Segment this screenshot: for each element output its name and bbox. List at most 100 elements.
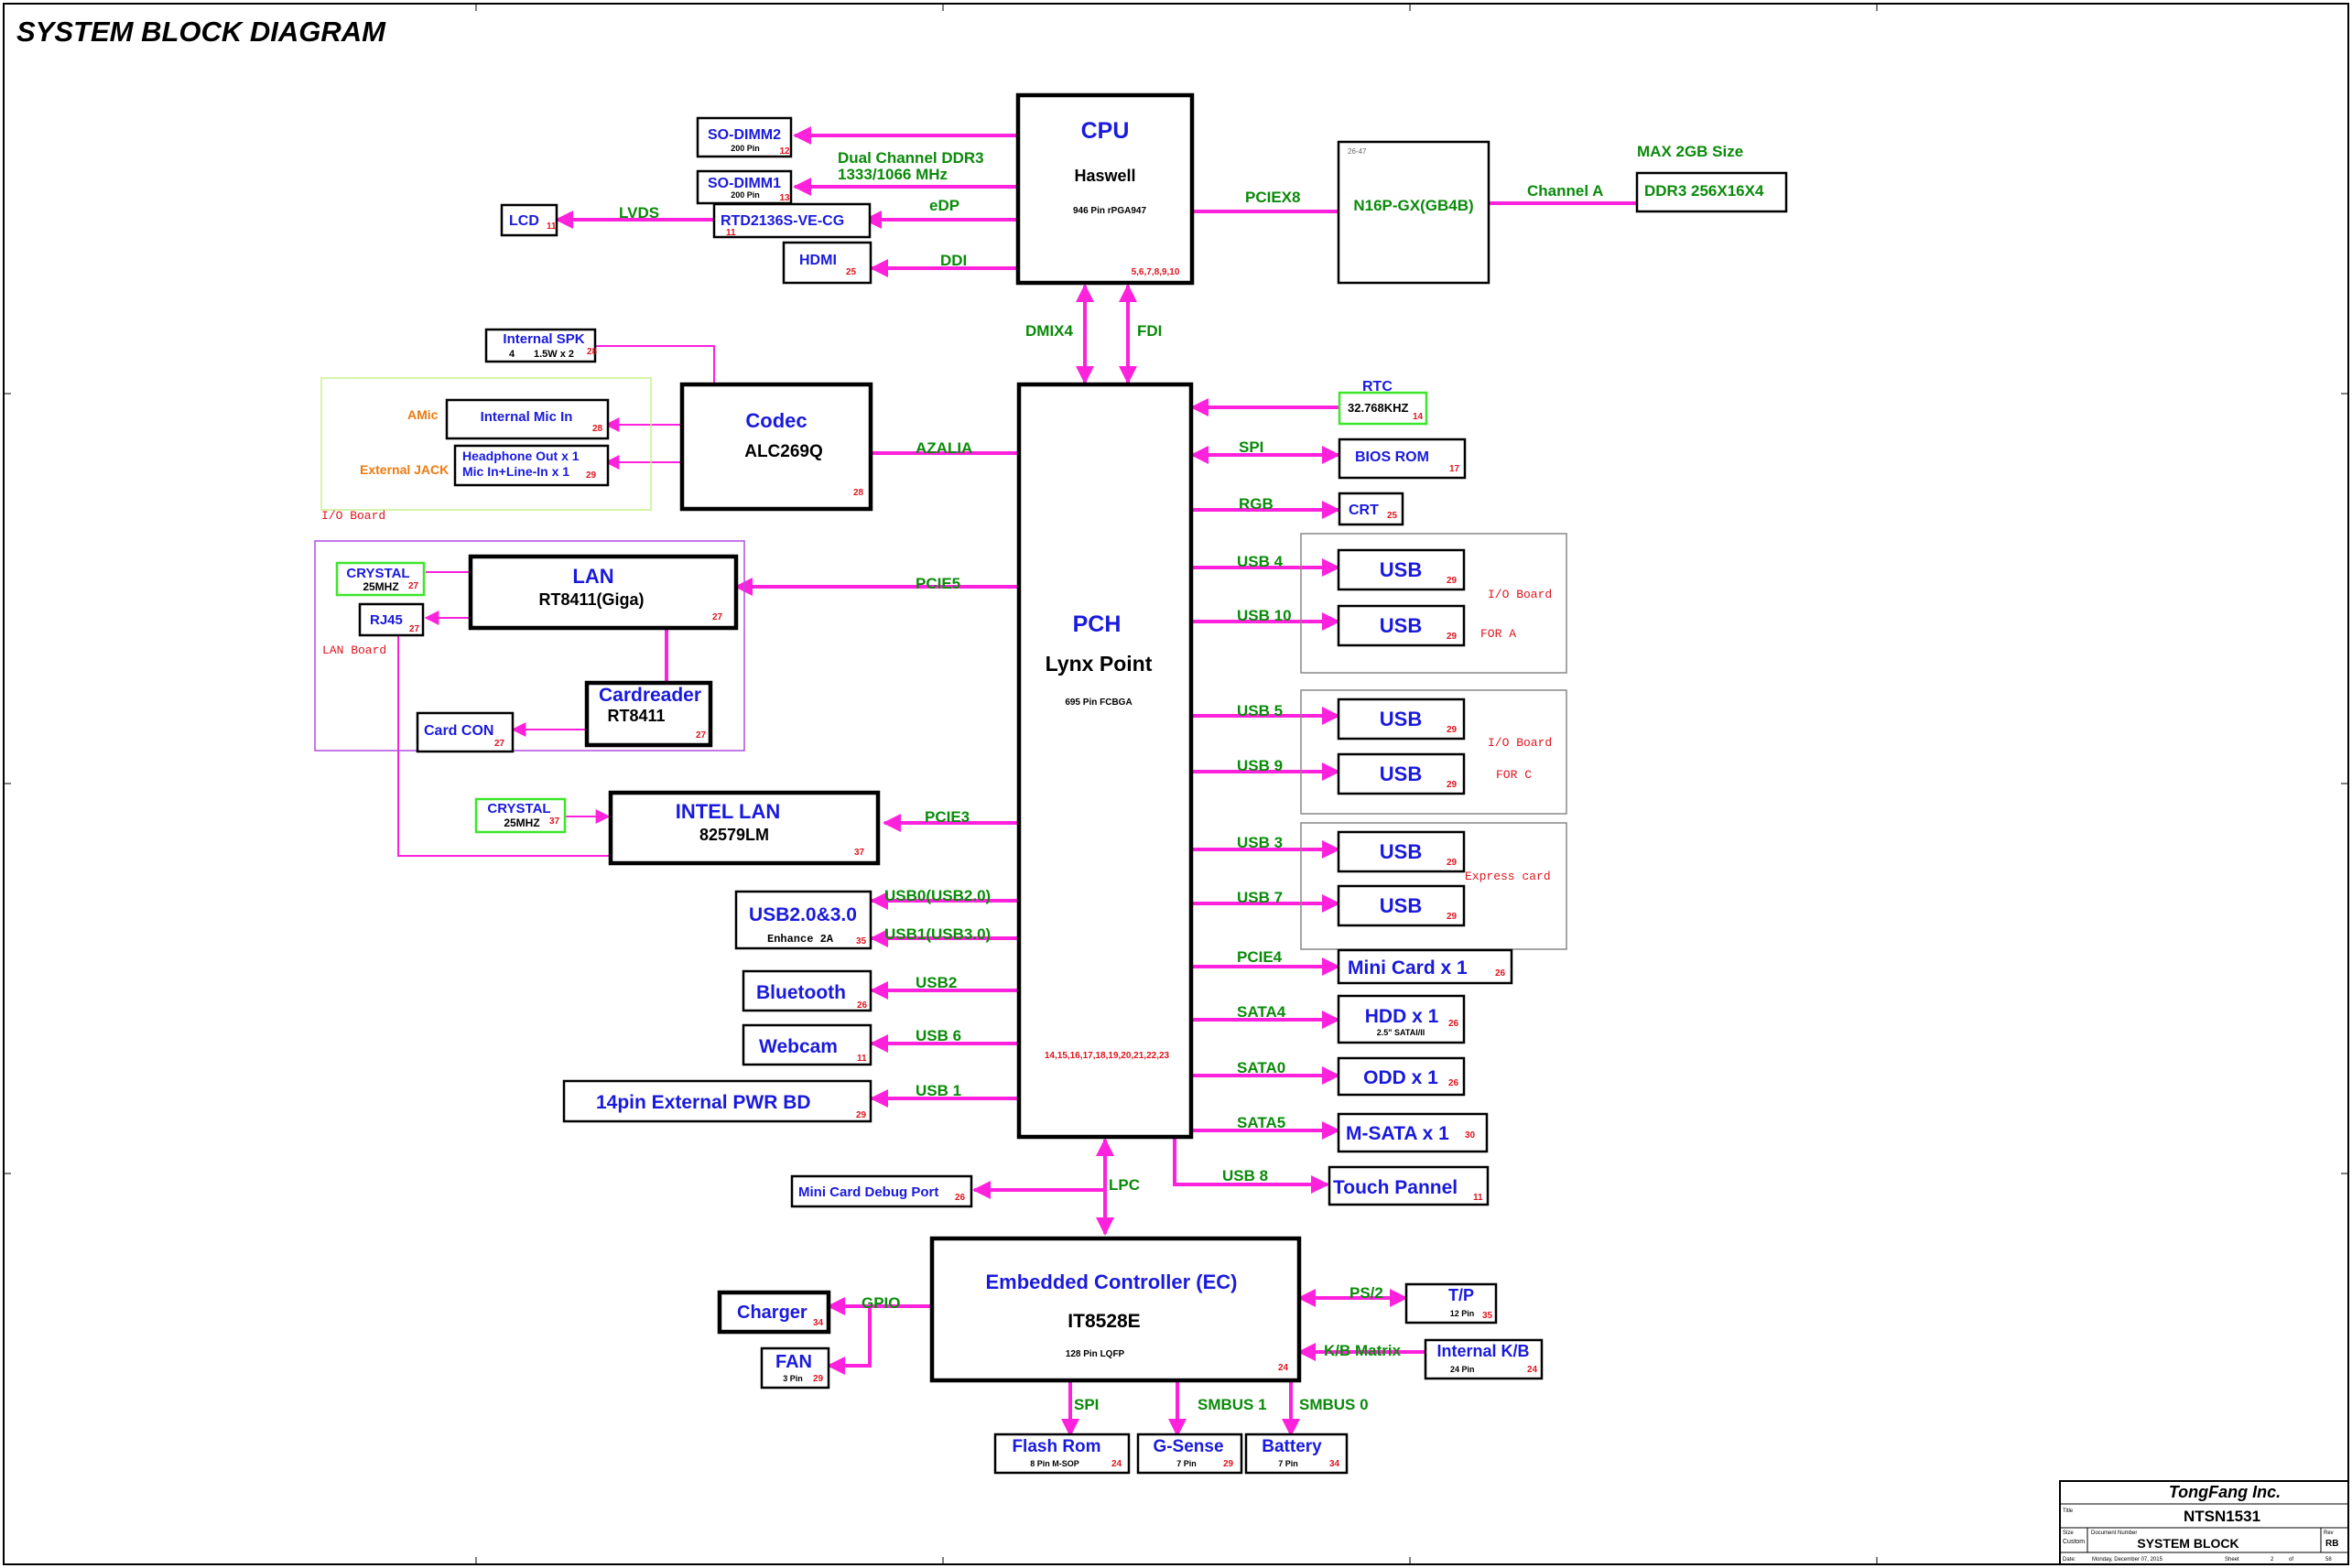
bios-rom-block: BIOS ROM 17 (1338, 438, 1467, 480)
ec-model: IT8528E (1068, 1311, 1140, 1332)
dmi-label: DMIX4 (1025, 322, 1074, 340)
intel-lan-crystal-ref: 37 (549, 816, 560, 827)
sheet-value: 2 (2271, 1557, 2274, 1563)
gpu-block: 26-47 N16P-GX(GB4B) (1337, 140, 1490, 285)
usb10-signal: USB 10 (1237, 607, 1292, 624)
audio-jack-block: Headphone Out x 1 Mic In+Line-In x 1 29 (453, 444, 610, 487)
flash-rom-block: Flash Rom 8 Pin M-SOP 24 (993, 1433, 1131, 1475)
internal-mic-block: Internal Mic In 28 (445, 398, 610, 440)
usb-port-a2: USB 29 (1337, 604, 1466, 647)
audio-jack-line1: Headphone Out x 1 (462, 449, 580, 463)
rtd2136-name: RTD2136S-VE-CG (721, 213, 844, 229)
lan-crystal-freq: 25MHZ (363, 580, 398, 593)
bluetooth-name: Bluetooth (756, 982, 846, 1003)
rev-label: Rev (2324, 1530, 2334, 1536)
rtc-label: RTC (1362, 379, 1393, 395)
fan-name: FAN (775, 1352, 812, 1372)
hdd-sub: 2.5" SATAI/II (1377, 1028, 1425, 1037)
touchpad-name: T/P (1448, 1286, 1474, 1304)
smbus0-label: SMBUS 0 (1299, 1396, 1369, 1413)
external-pwr-name: 14pin External PWR BD (596, 1092, 811, 1113)
ec-name: Embedded Controller (EC) (985, 1271, 1237, 1293)
touchpad-ref: 35 (1482, 1311, 1493, 1321)
so-dimm2-block: SO-DIMM2 200 Pin 12 (696, 116, 793, 158)
odd-name: ODD x 1 (1363, 1067, 1438, 1088)
flash-rom-ref: 24 (1111, 1459, 1122, 1469)
ddi-label: DDI (940, 252, 967, 269)
usb-group-e-note: Express card (1465, 870, 1551, 883)
usb-port-a2-name: USB (1380, 614, 1422, 637)
intel-lan-model: 82579LM (699, 826, 769, 844)
pch-package: 695 Pin FCBGA (1065, 697, 1132, 708)
so-dimm1-block: SO-DIMM1 200 Pin 13 (696, 169, 793, 205)
diagram-title: SYSTEM BLOCK DIAGRAM (16, 16, 386, 48)
bios-rom-ref: 17 (1449, 464, 1460, 474)
rev-value: RB (2325, 1539, 2338, 1549)
so-dimm2-pins: 200 Pin (731, 144, 760, 153)
battery-block: Battery 7 Pin 34 (1244, 1433, 1349, 1475)
size-label: Size (2063, 1530, 2074, 1536)
fan-pins: 3 Pin (783, 1374, 803, 1383)
so-dimm1-pins: 200 Pin (731, 190, 760, 200)
codec-ref: 28 (853, 488, 864, 498)
intel-lan-name: INTEL LAN (676, 800, 780, 823)
charger-block: Charger 34 (717, 1290, 831, 1335)
pcie4-signal: PCIE4 (1237, 948, 1283, 966)
internal-spk-block: Internal SPK 4 1.5W x 2 28 (484, 328, 598, 363)
of-label: of (2289, 1557, 2293, 1563)
hdmi-name: HDMI (799, 253, 837, 268)
touch-panel-ref: 11 (1473, 1193, 1483, 1203)
rtd2136-block: RTD2136S-VE-CG 11 (712, 202, 872, 239)
card-con-name: Card CON (424, 723, 493, 739)
gpio-label: GPIO (862, 1294, 901, 1312)
gpu-name: N16P-GX(GB4B) (1353, 197, 1473, 214)
lan-board-outline (314, 540, 745, 752)
intel-lan-crystal-freq: 25MHZ (504, 816, 539, 829)
g-sense-pins: 7 Pin (1176, 1459, 1197, 1468)
pch-block: PCH Lynx Point 695 Pin FCBGA 14,15,16,17… (1016, 382, 1194, 1140)
pch-name: PCH (1073, 611, 1122, 637)
touch-panel-block: Touch Pannel 11 (1328, 1165, 1490, 1206)
debug-port-name: Mini Card Debug Port (798, 1184, 938, 1200)
bluetooth-block: Bluetooth 26 (742, 969, 873, 1012)
lcd-block: LCD 11 (500, 203, 558, 237)
fan-block: FAN 3 Pin 29 (760, 1346, 830, 1390)
title-label: Title (2063, 1509, 2074, 1514)
usb7-signal: USB 7 (1237, 889, 1283, 906)
rtc-crystal-ref: 14 (1413, 412, 1424, 422)
lan-board-label: LAN Board (322, 643, 386, 657)
internal-spk-spec-a: 4 (509, 349, 515, 360)
codec-name: Codec (745, 409, 807, 432)
usb4-signal: USB 4 (1237, 553, 1284, 570)
amic-label: AMic (407, 407, 439, 422)
intel-lan-block: INTEL LAN 82579LM 37 (608, 790, 881, 866)
rtc-crystal-block: 32.768KHZ 14 (1338, 391, 1428, 426)
webcam-signal: USB 6 (916, 1027, 961, 1044)
rj45-block: RJ45 27 (358, 602, 425, 637)
usb-port-e2: USB 29 (1337, 884, 1466, 927)
keyboard-name: Internal K/B (1436, 1342, 1529, 1360)
pch-refs: 14,15,16,17,18,19,20,21,22,23 (1045, 1051, 1170, 1061)
spi-signal: SPI (1239, 438, 1263, 456)
webcam-name: Webcam (759, 1036, 838, 1057)
lan-ref: 27 (712, 612, 723, 622)
touchpad-pins: 12 Pin (1450, 1309, 1475, 1318)
connection-wires (391, 126, 1637, 1437)
debug-port-ref: 26 (955, 1193, 966, 1203)
gpu-memory-block: DDR3 256X16X4 (1635, 171, 1788, 213)
usb-port-c1-ref: 29 (1447, 725, 1458, 735)
usb9-signal: USB 9 (1237, 757, 1283, 774)
intel-lan-crystal-block: CRYSTAL 25MHZ 37 (474, 797, 567, 834)
intel-lan-ref: 37 (854, 848, 865, 858)
usb-group-c-note1: I/O Board (1488, 736, 1552, 750)
audio-jack-line2: Mic In+Line-In x 1 (462, 464, 569, 479)
keyboard-block: Internal K/B 24 Pin 24 (1424, 1338, 1544, 1380)
cardreader-name: Cardreader (599, 685, 701, 706)
audio-io-board-label: I/O Board (321, 509, 385, 523)
battery-name: Battery (1262, 1437, 1322, 1456)
usb-port-a1-ref: 29 (1447, 576, 1458, 586)
usb-port-c2-ref: 29 (1447, 780, 1458, 790)
sheet-label: Sheet (2225, 1557, 2239, 1563)
external-jack-label: External JACK (360, 462, 449, 477)
usb-port-e1: USB 29 (1337, 830, 1466, 873)
